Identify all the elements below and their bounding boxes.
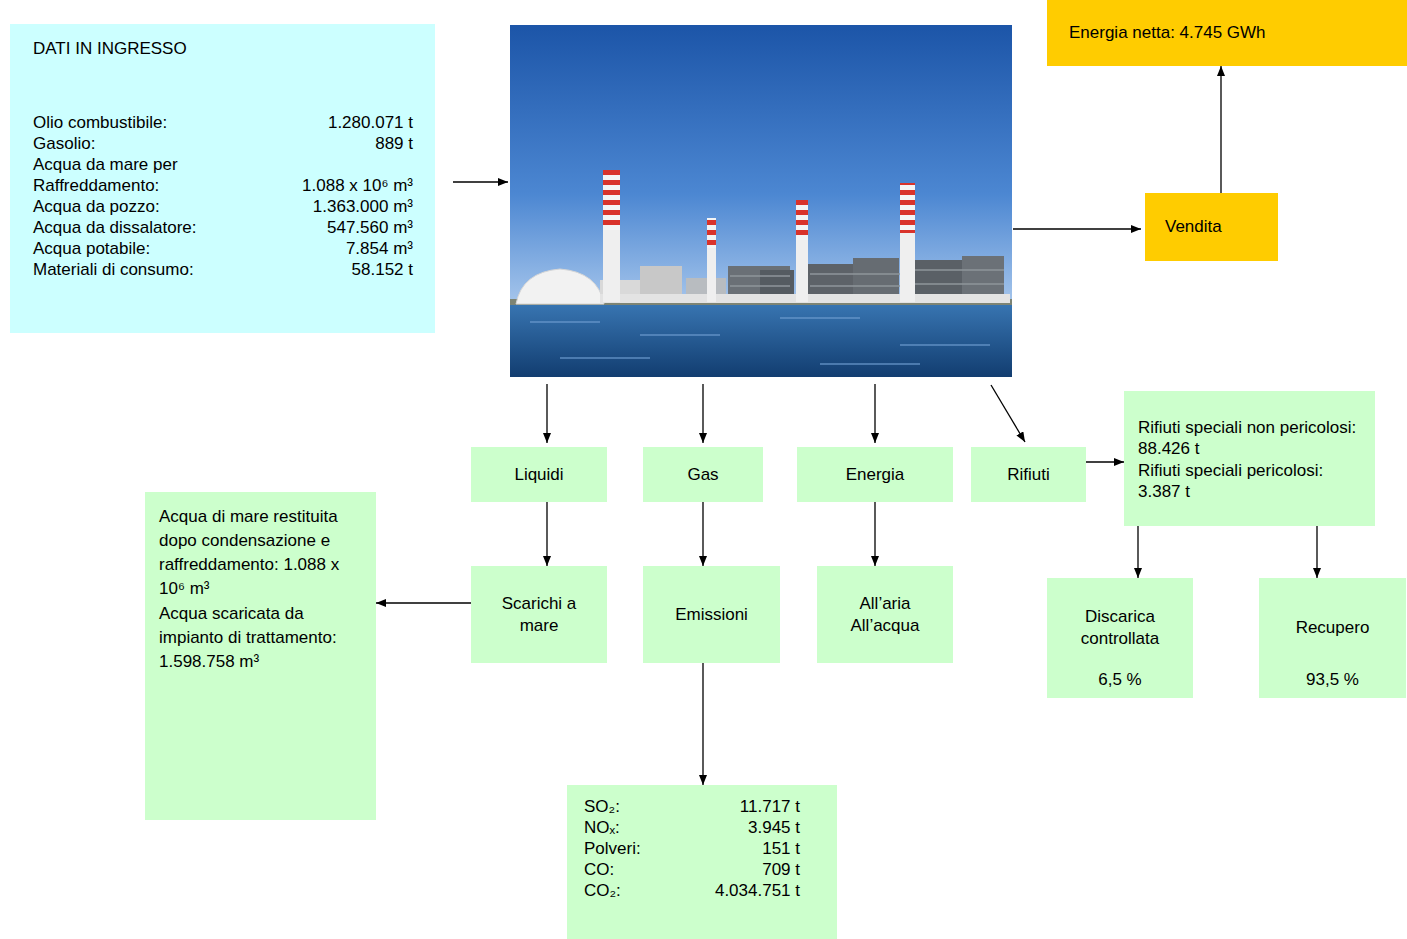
output-arrow (991, 385, 1025, 442)
chimney (796, 200, 808, 302)
text-area: Discarica controllata (1068, 590, 1173, 665)
box-title: Recupero (1296, 617, 1370, 638)
chimney (900, 183, 915, 302)
item-label: Acqua da dissalatore: (33, 217, 248, 238)
process-box: All’aria All’acqua (817, 566, 953, 663)
chimney-stripes (707, 218, 716, 248)
box-label: Liquidi (514, 464, 563, 485)
process-box: Emissioni (643, 566, 780, 663)
box-label: Energia netta: 4.745 GWh (1069, 22, 1266, 43)
box-label: All’aria All’acqua (840, 593, 930, 636)
connector-arrow (1086, 461, 1124, 462)
structure-lines (730, 270, 1004, 286)
item-label: Acqua potabile: (33, 238, 248, 259)
storage-dome (516, 269, 604, 304)
item-label: Olio combustibile: (33, 112, 248, 133)
output-arrow (546, 384, 547, 443)
item-value: 709 t (679, 859, 800, 880)
item-label: NOₓ: (584, 817, 679, 838)
sea (510, 300, 1012, 377)
box-text: Acqua scaricata da impianto di trattamen… (159, 602, 340, 674)
item-value: 58.152 t (248, 259, 413, 280)
category-box: Energia (797, 447, 953, 502)
item-value: 1.088 x 10⁶ m³ (248, 175, 413, 196)
item-value: 11.717 t (679, 796, 800, 817)
water-reflections (530, 318, 990, 364)
connector-arrow (1316, 526, 1317, 578)
sky (510, 25, 1012, 307)
destination-box: Discarica controllata 6,5 % (1047, 578, 1193, 698)
connector-arrow (546, 502, 547, 566)
item-value: 1.363.000 m³ (248, 196, 413, 217)
output-arrow (702, 384, 703, 443)
process-box: Vendita (1145, 193, 1278, 261)
item-value: 4.034.751 t (679, 880, 800, 901)
item-value: 547.560 m³ (248, 217, 413, 238)
item-value: 1.280.071 t (248, 112, 413, 133)
item-label: Acqua da pozzo: (33, 196, 248, 217)
item-label: CO: (584, 859, 679, 880)
item-label: CO₂: (584, 880, 679, 901)
photo (510, 25, 1012, 377)
box-label: Scarichi a mare (492, 593, 587, 636)
connector-arrow (702, 663, 703, 785)
item-value: 7.854 m³ (248, 238, 413, 259)
destination-box: Recupero 93,5 % (1259, 578, 1406, 698)
box-text: Rifiuti speciali non pericolosi: 88.426 … (1138, 417, 1361, 460)
box-label: Emissioni (675, 604, 748, 625)
box-title: Discarica controllata (1068, 606, 1173, 649)
category-box: Rifiuti (971, 447, 1086, 502)
item-label: Polveri: (584, 838, 679, 859)
flow-arrows (453, 182, 1141, 443)
item-value: 889 t (248, 133, 413, 154)
item-label: Gasolio: (33, 133, 248, 154)
output-box: Energia netta: 4.745 GWh (1047, 0, 1407, 66)
emission-list: SO₂:11.717 tNOₓ:3.945 tPolveri:151 tCO:7… (584, 796, 800, 901)
process-box: Scarichi a mare (471, 566, 607, 663)
category-box: Liquidi (471, 447, 607, 502)
output-arrow (874, 384, 875, 443)
chimney (603, 170, 620, 302)
input-panel: DATI IN INGRESSO Olio combustibile:1.280.… (10, 24, 435, 333)
output-arrow (1013, 228, 1141, 229)
input-arrow (453, 181, 508, 182)
item-value: 3.945 t (679, 817, 800, 838)
box-label: Rifiuti (1007, 464, 1050, 485)
box-text: Rifiuti speciali pericolosi: 3.387 t (1138, 460, 1361, 503)
item-label: Materiali di consumo: (33, 259, 248, 280)
text-area: Recupero (1296, 590, 1370, 665)
input-list: Olio combustibile:1.280.071 tGasolio:889… (33, 112, 413, 280)
chimney (707, 218, 716, 302)
panel-heading: DATI IN INGRESSO (33, 38, 413, 59)
category-box: Gas (643, 447, 763, 502)
item-value: 151 t (679, 838, 800, 859)
item-label: SO₂: (584, 796, 679, 817)
connector-arrow (702, 502, 703, 566)
chimney-stripes (900, 183, 915, 233)
chimney-stripes (603, 170, 620, 230)
emissions-box: SO₂:11.717 tNOₓ:3.945 tPolveri:151 tCO:7… (567, 785, 837, 939)
waste-box: Rifiuti speciali non pericolosi: 88.426 … (1124, 391, 1375, 526)
box-text: Acqua di mare restituita dopo condensazi… (159, 505, 340, 602)
percentage: 6,5 % (1098, 669, 1141, 690)
connector-arrow (1137, 526, 1138, 578)
connector-arrow (874, 502, 875, 566)
connector-arrow (1220, 66, 1221, 193)
box-label: Vendita (1165, 216, 1222, 237)
item-label: Acqua da mare per Raffreddamento: (33, 154, 248, 196)
discharge-box: Acqua di mare restituita dopo condensazi… (145, 492, 376, 820)
chimney-stripes (796, 200, 808, 240)
box-label: Energia (846, 464, 905, 485)
percentage: 93,5 % (1306, 669, 1359, 690)
box-label: Gas (687, 464, 718, 485)
connector-arrow (376, 602, 471, 603)
